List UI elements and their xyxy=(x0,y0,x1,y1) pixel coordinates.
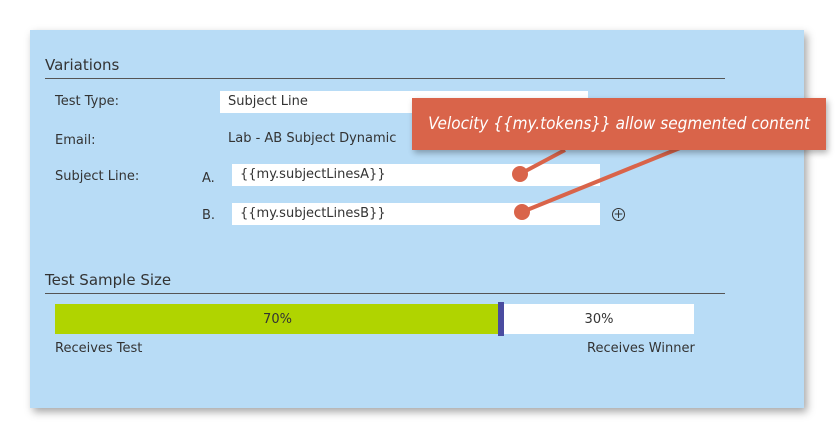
callout-connector-b xyxy=(521,146,681,214)
subject-line-b-input[interactable]: {{my.subjectLinesB}} xyxy=(232,203,600,225)
sample-split-handle[interactable] xyxy=(498,302,504,336)
sample-size-divider xyxy=(45,293,725,294)
subject-line-label: Subject Line: xyxy=(55,169,140,184)
option-b-label: B. xyxy=(202,208,216,223)
test-type-label: Test Type: xyxy=(55,94,119,109)
email-value: Lab - AB Subject Dynamic xyxy=(228,131,397,146)
plus-circle-icon[interactable]: + xyxy=(612,207,625,221)
callout-connector-a xyxy=(519,148,566,176)
receives-test-label: Receives Test xyxy=(55,341,143,356)
variations-heading: Variations xyxy=(45,56,120,74)
email-label: Email: xyxy=(55,133,96,148)
callout-dot-b xyxy=(514,204,530,220)
sample-size-heading: Test Sample Size xyxy=(45,271,172,289)
tokens-callout: Velocity {{my.tokens}} allow segmented c… xyxy=(412,98,826,150)
receives-winner-label: Receives Winner xyxy=(587,341,695,356)
option-a-label: A. xyxy=(202,171,215,186)
subject-line-a-input[interactable]: {{my.subjectLinesA}} xyxy=(232,164,600,186)
test-percent-label: 70% xyxy=(263,311,292,327)
callout-dot-a xyxy=(512,166,528,182)
winner-percent-label: 30% xyxy=(584,311,614,327)
variations-divider xyxy=(45,78,725,79)
ab-test-panel: Variations Test Type: Subject Line Email… xyxy=(30,30,804,408)
receives-winner-bar: 30% xyxy=(504,304,694,334)
receives-test-bar: 70% xyxy=(55,304,500,334)
callout-text: Velocity {{my.tokens}} allow segmented c… xyxy=(428,114,810,134)
